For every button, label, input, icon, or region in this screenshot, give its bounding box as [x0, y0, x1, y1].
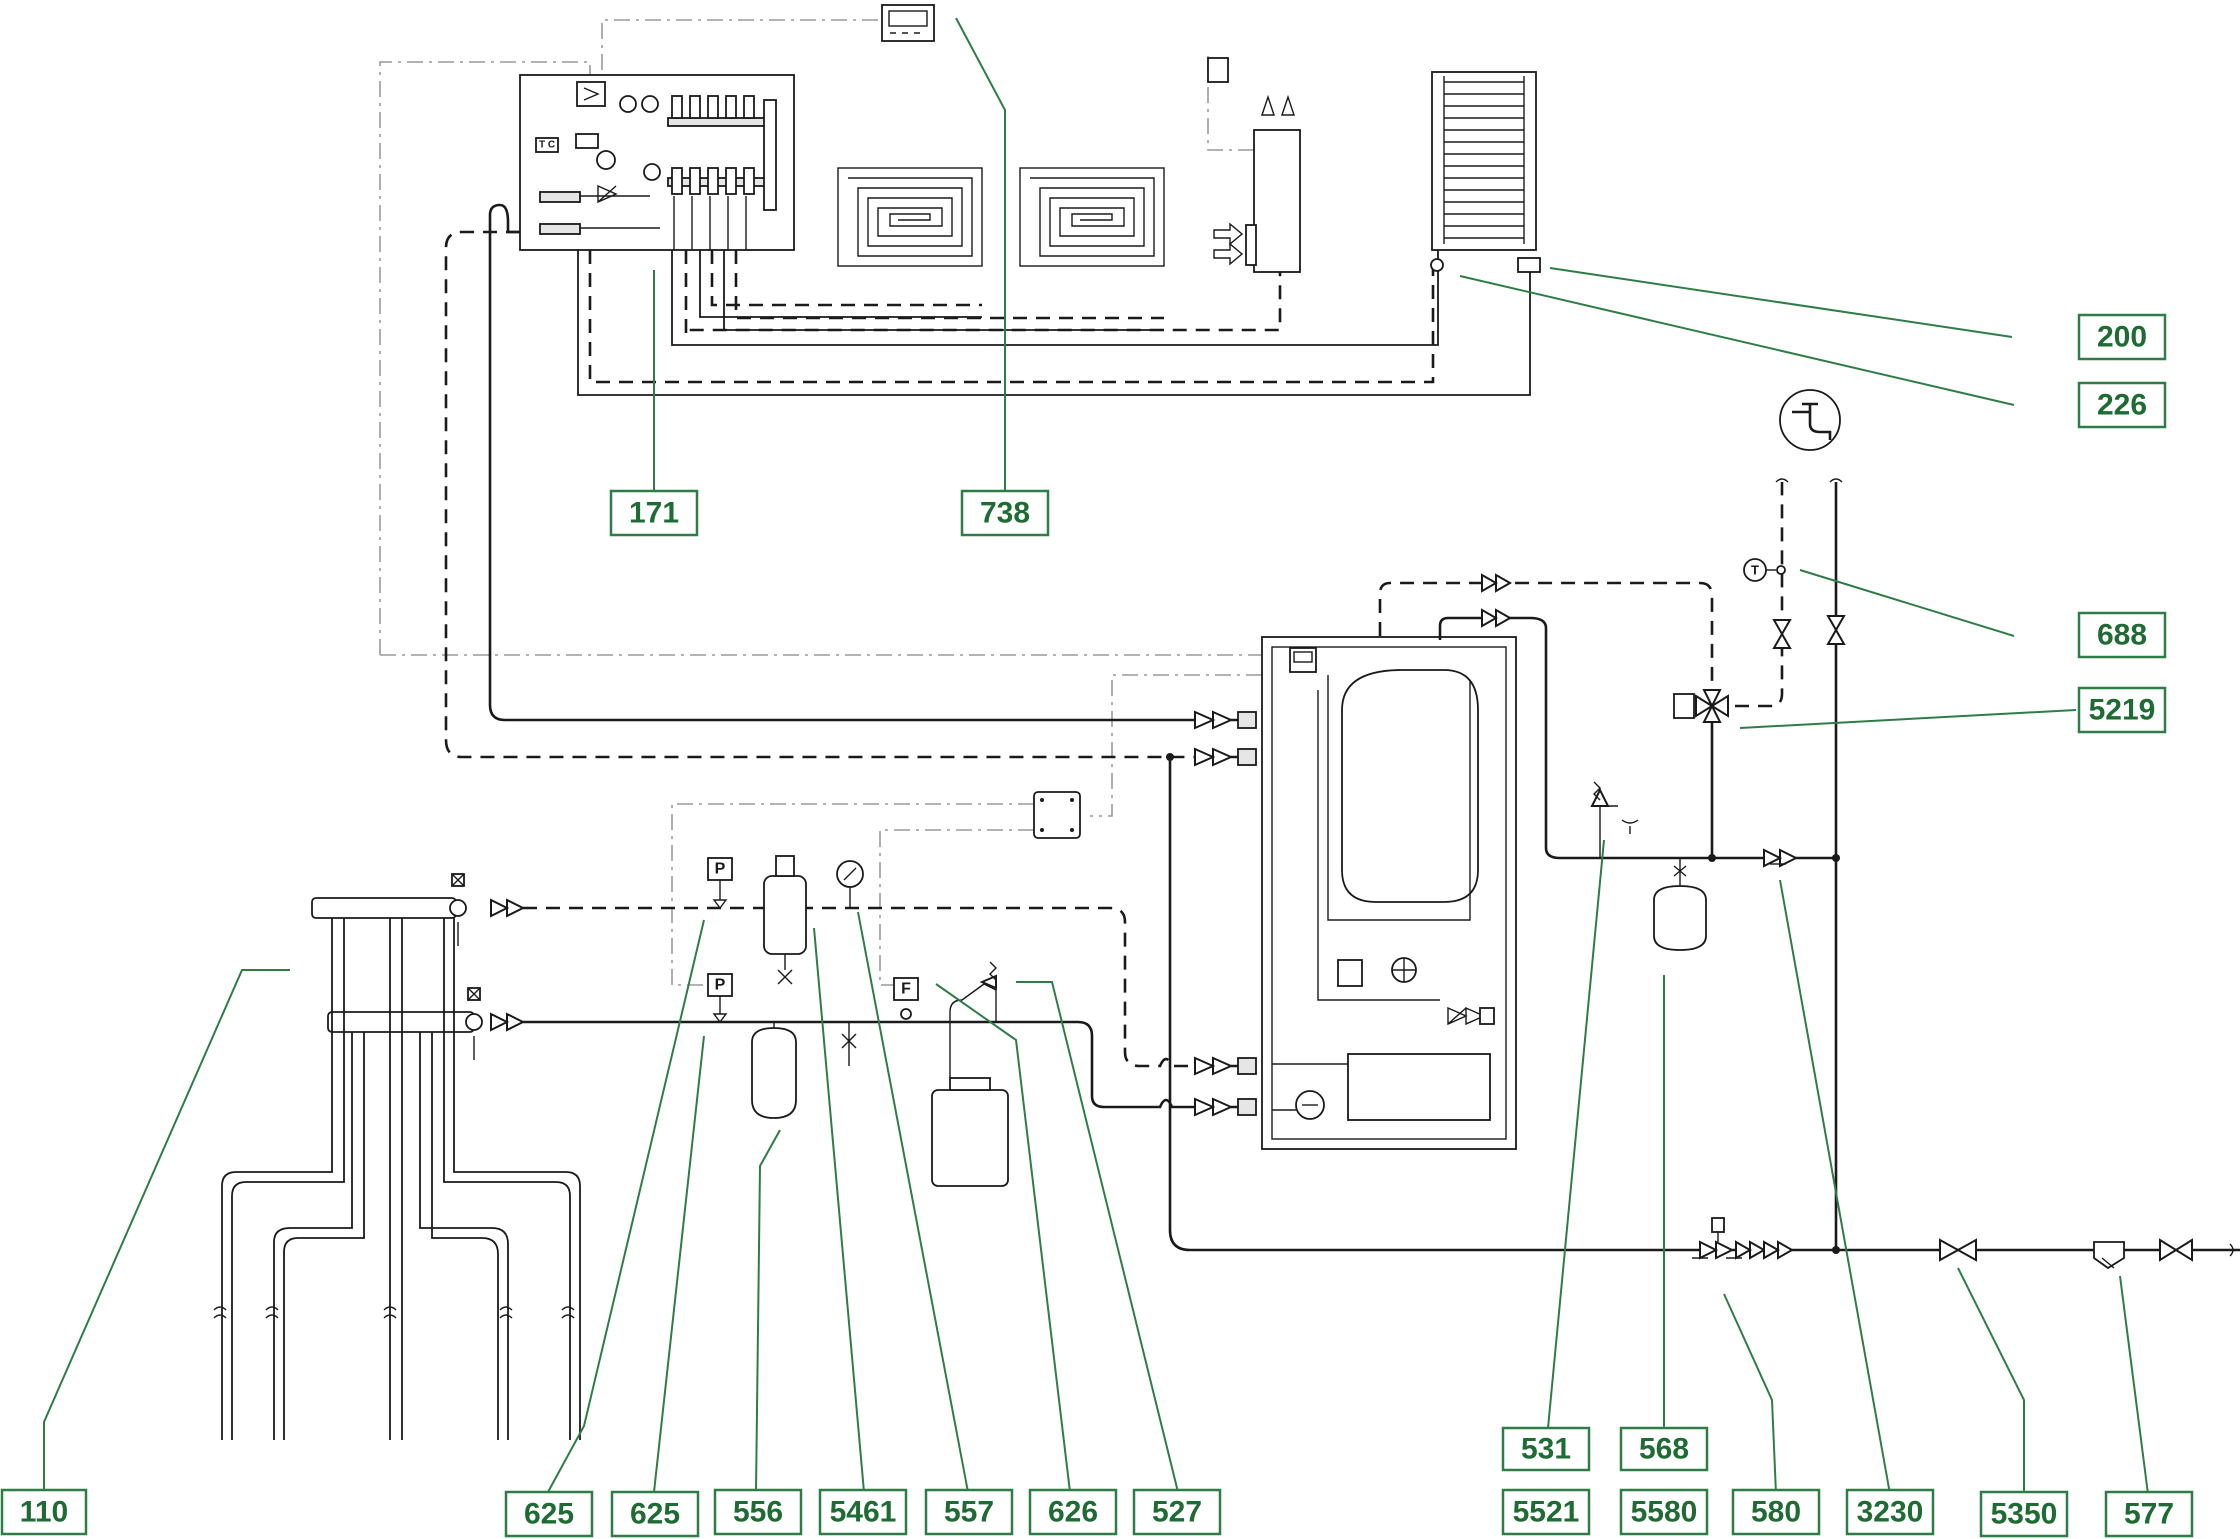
- fan-coil-unit: [1207, 57, 1301, 273]
- pressure-gauge: [836, 860, 864, 908]
- svg-text:5350: 5350: [1991, 1498, 2058, 1531]
- svg-text:3230: 3230: [1857, 1496, 1924, 1529]
- dhw-expansion-vessel: [1653, 858, 1707, 951]
- svg-text:F: F: [901, 981, 911, 998]
- svg-text:626: 626: [1048, 1496, 1098, 1529]
- air-separator: [763, 855, 807, 985]
- callout-5461: 5461: [818, 1488, 908, 1536]
- upper-distribution-piping: [444, 203, 1531, 759]
- callout-5580: 5580: [1619, 1488, 1709, 1536]
- dhw-safety-group: [1590, 781, 1639, 858]
- svg-text:527: 527: [1152, 1496, 1202, 1529]
- callout-738: 738: [960, 489, 1050, 537]
- svg-text:5219: 5219: [2089, 694, 2156, 727]
- towel-radiator: [1430, 71, 1541, 273]
- brine-safety-valve: [979, 961, 997, 1022]
- svg-text:531: 531: [1521, 1433, 1571, 1466]
- pressure-switch-2: P: [707, 973, 733, 1024]
- svg-text:110: 110: [20, 1496, 68, 1529]
- unit-connection-valves: [1194, 710, 1257, 1117]
- brine-expansion-vessel: [751, 1022, 857, 1119]
- callout-5521: 5521: [1501, 1488, 1591, 1536]
- svg-text:625: 625: [630, 1498, 680, 1531]
- svg-text:580: 580: [1751, 1496, 1801, 1529]
- room-thermostat: [881, 4, 935, 42]
- flow-switch: F: [893, 977, 919, 1020]
- brine-tank: [931, 983, 1009, 1187]
- callout-556: 556: [713, 1488, 803, 1536]
- callout-688: 688: [2077, 611, 2167, 659]
- leader-lines: [43, 17, 2149, 1495]
- manifold-valve-heads: [671, 95, 755, 195]
- dhw-piping: [1378, 482, 2240, 1254]
- svg-text:200: 200: [2097, 321, 2147, 354]
- junction-box: [1033, 791, 1081, 839]
- tap-icon: [1779, 389, 1841, 451]
- thermostatic-mixing-valve: [1673, 689, 1729, 723]
- dhw-thermometer: T: [1743, 558, 1786, 582]
- callout-171: 171: [609, 489, 699, 537]
- hydronic-unit: [1261, 636, 1517, 1150]
- callout-226: 226: [2077, 381, 2167, 429]
- main-water-valves: [1939, 1238, 2234, 1270]
- callout-568: 568: [1619, 1426, 1709, 1472]
- svg-text:5461: 5461: [830, 1496, 897, 1529]
- dhw-valves: [1481, 478, 1846, 649]
- room-control-symbol: T C: [539, 140, 555, 151]
- svg-text:226: 226: [2097, 389, 2147, 422]
- svg-text:738: 738: [980, 497, 1030, 530]
- callout-577: 577: [2104, 1490, 2194, 1538]
- ground-collector-probes: [213, 873, 581, 1440]
- callout-625-first: 625: [504, 1490, 594, 1538]
- mixing-manifold-module: T C: [519, 74, 795, 251]
- callout-110: 110: [0, 1488, 88, 1536]
- svg-text:5521: 5521: [1513, 1496, 1580, 1529]
- svg-text:556: 556: [733, 1496, 783, 1529]
- callout-3230: 3230: [1845, 1488, 1935, 1536]
- svg-text:5580: 5580: [1631, 1496, 1698, 1529]
- svg-text:T C: T C: [539, 140, 555, 151]
- svg-text:577: 577: [2124, 1498, 2174, 1531]
- svg-text:T: T: [1751, 563, 1759, 578]
- svg-text:P: P: [715, 861, 726, 878]
- pressure-switch-1: P: [707, 857, 733, 910]
- callout-200: 200: [2077, 313, 2167, 361]
- svg-text:P: P: [715, 977, 726, 994]
- floor-heating-panel-1: [837, 167, 983, 267]
- svg-text:557: 557: [944, 1496, 994, 1529]
- callout-5350: 5350: [1979, 1490, 2069, 1538]
- floor-heating-panel-2: [1019, 167, 1165, 267]
- svg-text:688: 688: [2097, 619, 2147, 652]
- svg-text:625: 625: [524, 1498, 574, 1531]
- callout-5219: 5219: [2077, 686, 2167, 734]
- callout-531: 531: [1501, 1426, 1591, 1472]
- svg-text:568: 568: [1639, 1433, 1689, 1466]
- dhw-check-valve: [1763, 848, 1799, 868]
- svg-text:171: 171: [629, 497, 679, 530]
- callout-557: 557: [924, 1488, 1014, 1536]
- callout-527: 527: [1132, 1488, 1222, 1536]
- control-lines: [379, 19, 1262, 986]
- callout-626: 626: [1028, 1488, 1118, 1536]
- cold-water-safety-assembly: [1692, 1217, 1795, 1260]
- callout-580: 580: [1731, 1488, 1821, 1536]
- brine-circuit-piping: [523, 753, 1600, 1252]
- callout-625-second: 625: [610, 1490, 700, 1538]
